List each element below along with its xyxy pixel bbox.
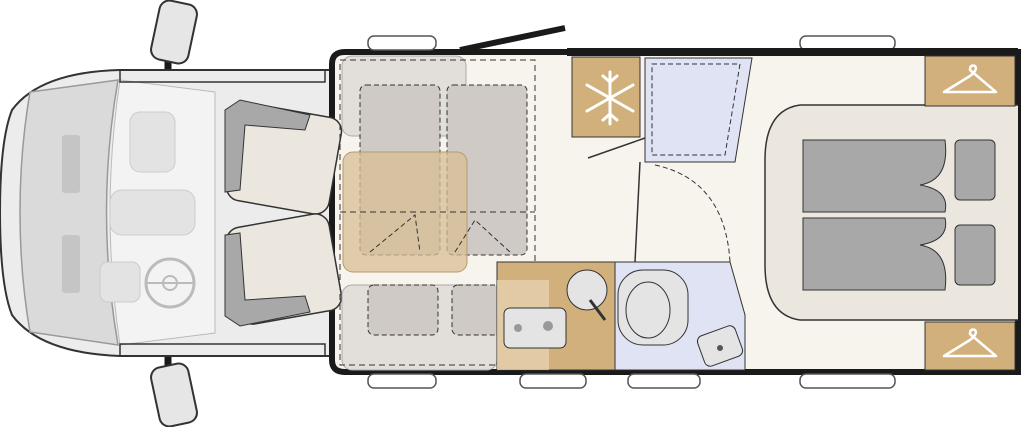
wardrobe [587, 57, 753, 263]
hanger-icon [942, 328, 998, 358]
entry-door [459, 25, 566, 53]
hanger-cabinet-bottom [924, 321, 1016, 371]
cab [0, 69, 331, 357]
bathroom [614, 261, 746, 371]
driver-seat [224, 99, 343, 215]
hanger-cabinet-top [924, 55, 1016, 107]
snowflake-icon [585, 70, 635, 126]
windows [367, 35, 896, 389]
toilet-icon [617, 269, 689, 346]
bed [764, 104, 1018, 321]
sink-icon [503, 307, 567, 349]
mirror-top [150, 0, 198, 80]
dinette [339, 55, 536, 371]
passenger-seat [224, 213, 343, 327]
steering-wheel-icon [144, 257, 196, 309]
mirror-bottom [150, 345, 198, 427]
kitchen [496, 261, 616, 371]
hanger-icon [942, 64, 998, 94]
fridge [571, 56, 641, 138]
